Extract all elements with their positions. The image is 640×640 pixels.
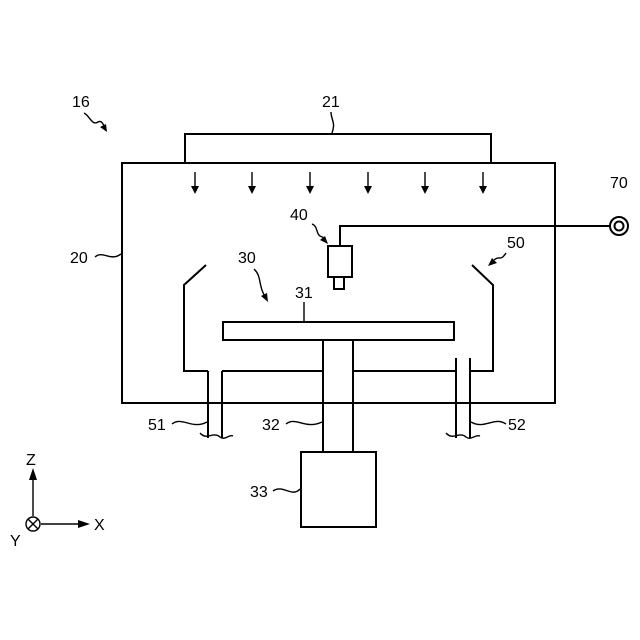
coordinate-axes: Z X Y	[10, 452, 105, 550]
shaft-leader	[286, 421, 322, 424]
shower-head-leader	[331, 112, 334, 133]
x-axis-head	[78, 520, 90, 528]
gas-flow-arrow	[306, 172, 314, 194]
label-apparatus: 16	[72, 94, 90, 111]
z-axis-head	[29, 468, 37, 480]
stage	[223, 322, 454, 340]
label-shaft: 32	[262, 417, 280, 434]
label-chamber: 20	[70, 250, 88, 267]
controller-outer	[610, 217, 628, 235]
label-substrate-holder: 30	[238, 250, 256, 267]
substrate-holder-leader	[254, 269, 266, 298]
label-cup: 50	[507, 235, 525, 252]
label-drain-right: 52	[508, 417, 526, 434]
label-sensor: 40	[290, 207, 308, 224]
shaft	[323, 340, 353, 452]
sensor-nozzle	[334, 277, 344, 289]
cup-right-wall	[470, 265, 493, 371]
shower-head	[185, 134, 491, 163]
label-drain-left: 51	[148, 417, 166, 434]
label-drive: 33	[250, 484, 268, 501]
axis-label-x: X	[94, 517, 105, 534]
axis-label-y: Y	[10, 533, 21, 550]
chamber-leader	[95, 254, 121, 257]
sensor	[328, 246, 352, 277]
gas-flow-arrow	[248, 172, 256, 194]
gas-flow-arrow	[191, 172, 199, 194]
axis-label-z: Z	[26, 452, 36, 469]
label-stage: 31	[295, 285, 313, 302]
drain-right-leader	[471, 421, 506, 424]
gas-flow-arrow	[421, 172, 429, 194]
drain-left-break	[200, 433, 233, 438]
drive-unit	[301, 452, 376, 527]
substrate-holder-pointer-head	[261, 293, 268, 302]
gas-flow-arrow	[364, 172, 372, 194]
cup-left-wall	[184, 265, 208, 371]
label-shower-head: 21	[322, 94, 340, 111]
controller-inner	[615, 222, 624, 231]
cup-leader	[494, 253, 506, 260]
gas-flow-arrow	[479, 172, 487, 194]
drain-left-leader	[172, 421, 207, 424]
drive-leader	[273, 489, 300, 492]
gas-flow-arrows	[191, 172, 487, 194]
drain-right-break	[446, 433, 480, 438]
sensor-cable	[340, 226, 610, 246]
label-controller: 70	[610, 175, 628, 192]
